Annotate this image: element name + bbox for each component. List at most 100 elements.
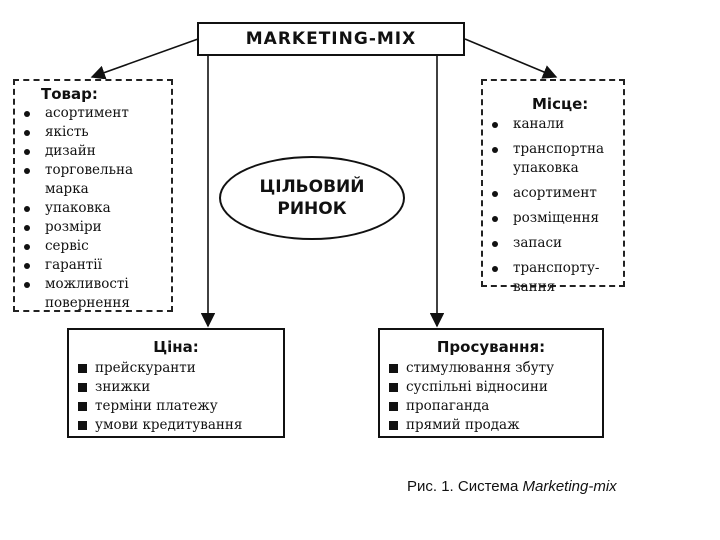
tovar-item-text: упаковка xyxy=(45,200,111,216)
bullet-dot-icon xyxy=(24,168,30,174)
bullet-square-icon xyxy=(78,364,87,373)
bullet-square-icon xyxy=(78,402,87,411)
mistse-item: асортимент xyxy=(487,184,619,203)
bullet-square-icon xyxy=(389,364,398,373)
prosuvannia-item-text: пропаганда xyxy=(406,398,490,414)
tovar-list: асортимент якість дизайн торговельна марка уп… xyxy=(19,104,167,313)
mistse-item-text: упаковка xyxy=(513,160,579,176)
tovar-item: можливості xyxy=(19,275,167,294)
prosuvannia-box: Просування: стимулювання збуту суспільні … xyxy=(378,328,604,438)
bullet-square-icon xyxy=(389,421,398,430)
caption-prefix: Рис. 1. Система xyxy=(407,478,523,495)
tovar-item: торговельна xyxy=(19,161,167,180)
mistse-item-text: транспортна xyxy=(513,141,604,157)
prosuvannia-item-text: стимулювання збуту xyxy=(406,360,555,376)
arrow-to-mistse xyxy=(464,38,558,79)
tovar-item: повернення xyxy=(19,294,167,313)
mistse-item: упаковка xyxy=(487,159,619,178)
prosuvannia-list: стимулювання збуту суспільні відносини про… xyxy=(384,359,598,435)
tovar-item: якість xyxy=(19,123,167,142)
tovar-item: упаковка xyxy=(19,199,167,218)
target-market-ellipse: ЦІЛЬОВИЙ РИНОК xyxy=(219,156,405,240)
prosuvannia-item: пропаганда xyxy=(384,397,598,416)
mistse-item: розміщення xyxy=(487,209,619,228)
bullet-dot-icon xyxy=(24,130,30,136)
mistse-item: транспорту- xyxy=(487,259,619,278)
tsina-item: умови кредитування xyxy=(73,416,279,435)
tsina-item-text: знижки xyxy=(95,379,151,395)
target-market-line2: РИНОК xyxy=(277,199,347,219)
bullet-dot-icon xyxy=(492,191,498,197)
prosuvannia-item: прямий продаж xyxy=(384,416,598,435)
tovar-item-text: розміри xyxy=(45,219,102,235)
bullet-dot-icon xyxy=(24,206,30,212)
mistse-item: транспортна xyxy=(487,140,619,159)
tovar-item-text: дизайн xyxy=(45,143,96,159)
prosuvannia-item: стимулювання збуту xyxy=(384,359,598,378)
prosuvannia-title: Просування: xyxy=(436,338,546,356)
tovar-item-text: сервіс xyxy=(45,238,89,254)
mistse-item-text: канали xyxy=(513,116,565,132)
mistse-item-text: запаси xyxy=(513,235,563,251)
bullet-dot-icon xyxy=(492,147,498,153)
mistse-item: канали xyxy=(487,115,619,134)
bullet-dot-icon xyxy=(24,244,30,250)
tovar-item-text: марка xyxy=(45,181,89,197)
marketing-mix-title-text: MARKETING-MIX xyxy=(245,29,417,49)
tsina-list: прейскуранти знижки терміни платежу умови к… xyxy=(73,359,279,435)
tsina-item-text: терміни платежу xyxy=(95,398,218,414)
tovar-item: розміри xyxy=(19,218,167,237)
bullet-dot-icon xyxy=(492,216,498,222)
tovar-item-text: асортимент xyxy=(45,105,129,121)
bullet-dot-icon xyxy=(492,266,498,272)
bullet-square-icon xyxy=(389,383,398,392)
tovar-title: Товар: xyxy=(41,85,98,103)
mistse-item: вання xyxy=(487,278,619,297)
mistse-item-text: асортимент xyxy=(513,185,597,201)
tovar-item: асортимент xyxy=(19,104,167,123)
tovar-item-text: якість xyxy=(45,124,89,140)
bullet-dot-icon xyxy=(24,149,30,155)
prosuvannia-item: суспільні відносини xyxy=(384,378,598,397)
marketing-mix-title: MARKETING-MIX xyxy=(197,22,465,56)
arrow-to-tovar xyxy=(90,38,199,80)
tsina-item: терміни платежу xyxy=(73,397,279,416)
tsina-item-text: умови кредитування xyxy=(95,417,243,433)
caption-italic: Marketing-mix xyxy=(522,478,617,495)
tsina-item: прейскуранти xyxy=(73,359,279,378)
tovar-item: сервіс xyxy=(19,237,167,256)
prosuvannia-item-text: суспільні відносини xyxy=(406,379,548,395)
tsina-item-text: прейскуранти xyxy=(95,360,196,376)
bullet-dot-icon xyxy=(24,263,30,269)
tovar-item: гарантії xyxy=(19,256,167,275)
bullet-dot-icon xyxy=(492,122,498,128)
mistse-item-text: транспорту- xyxy=(513,260,600,276)
tsina-box: Ціна: прейскуранти знижки терміни платежу у… xyxy=(67,328,285,438)
bullet-dot-icon xyxy=(24,282,30,288)
tovar-item: дизайн xyxy=(19,142,167,161)
tsina-item: знижки xyxy=(73,378,279,397)
mistse-list: канали транспортна упаковка асортимент розмі… xyxy=(487,115,619,297)
tovar-item-text: можливості xyxy=(45,276,129,292)
bullet-square-icon xyxy=(389,402,398,411)
mistse-box: Місце: канали транспортна упаковка асортиме… xyxy=(481,79,625,295)
tsina-title: Ціна: xyxy=(153,338,199,356)
tovar-item-text: повернення xyxy=(45,295,130,311)
tovar-item: марка xyxy=(19,180,167,199)
bullet-square-icon xyxy=(78,421,87,430)
bullet-square-icon xyxy=(78,383,87,392)
mistse-item-text: вання xyxy=(513,279,556,295)
bullet-dot-icon xyxy=(24,111,30,117)
bullet-dot-icon xyxy=(24,225,30,231)
tovar-item-text: гарантії xyxy=(45,257,102,273)
figure-caption: Рис. 1. Система Marketing-mix xyxy=(407,478,617,495)
prosuvannia-item-text: прямий продаж xyxy=(406,417,520,433)
tovar-box: Товар: асортимент якість дизайн торговельна… xyxy=(13,79,173,312)
mistse-item: запаси xyxy=(487,234,619,253)
bullet-dot-icon xyxy=(492,241,498,247)
tovar-item-text: торговельна xyxy=(45,162,134,178)
mistse-item-text: розміщення xyxy=(513,210,600,226)
target-market-line1: ЦІЛЬОВИЙ xyxy=(259,177,365,197)
mistse-title: Місце: xyxy=(532,95,589,113)
